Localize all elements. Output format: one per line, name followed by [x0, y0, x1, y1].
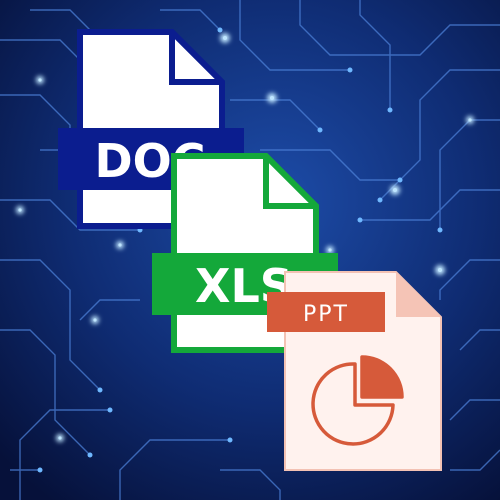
circuit-glow-points [16, 33, 474, 442]
ppt-file-icon: PPT [267, 271, 442, 471]
pie-chart-icon [311, 355, 404, 446]
ppt-label-band [267, 292, 385, 332]
ppt-label: PPT [303, 302, 349, 327]
